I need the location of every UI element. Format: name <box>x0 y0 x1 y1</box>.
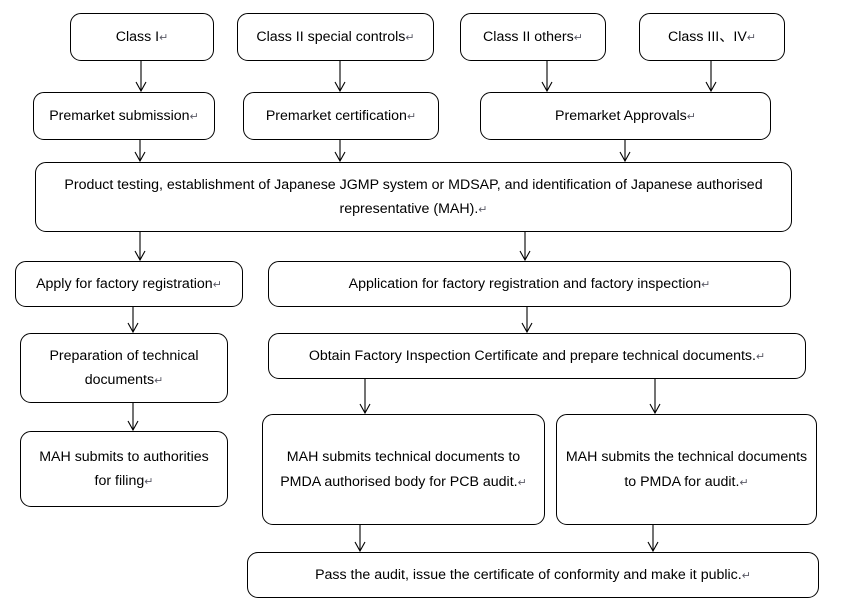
arrowhead-icon <box>521 322 533 334</box>
connector-arrow-submission-to-testing <box>134 140 146 163</box>
flow-node-class-2-others[interactable]: Class II others↵ <box>460 13 606 61</box>
arrowhead-icon <box>334 81 346 93</box>
flow-node-product-testing[interactable]: Product testing, establishment of Japane… <box>35 162 792 232</box>
connector-arrow-testing-to-application-inspection <box>519 232 531 262</box>
flow-node-mah-submits-authorities-filing[interactable]: MAH submits to authorities for filing↵ <box>20 431 228 507</box>
arrowhead-icon <box>134 151 146 163</box>
flow-node-label: Premarket submission↵ <box>49 107 199 124</box>
flow-node-obtain-factory-inspection-certificate[interactable]: Obtain Factory Inspection Certificate an… <box>268 333 806 379</box>
flow-node-label: Product testing, establishment of Japane… <box>64 176 763 217</box>
arrowhead-icon <box>354 541 366 553</box>
connector-arrow-certification-to-testing <box>334 140 346 163</box>
flow-node-label: Preparation of technical documents↵ <box>49 347 199 388</box>
arrowhead-icon <box>519 250 531 262</box>
connector-arrow-class34-to-approvals <box>705 61 717 93</box>
connector-arrow-class1-to-submission <box>135 61 147 93</box>
arrowhead-icon <box>649 403 661 415</box>
connector-arrow-mah-pcb-to-pass-audit <box>354 525 366 553</box>
flow-node-label: Class II others↵ <box>483 28 583 45</box>
flow-node-label: Class III、IV↵ <box>667 28 757 45</box>
connector-arrow-mah-pmda-to-pass-audit <box>647 525 659 553</box>
flow-node-class-3-4[interactable]: Class III、IV↵ <box>639 13 785 61</box>
paragraph-mark-icon: ↵ <box>478 204 488 216</box>
paragraph-mark-icon: ↵ <box>741 569 751 582</box>
connector-arrow-apply-to-preparation <box>127 307 139 334</box>
flow-node-mah-submits-pmda-authorised-body[interactable]: MAH submits technical documents to PMDA … <box>262 414 545 525</box>
arrowhead-icon <box>127 420 139 432</box>
flow-node-pass-audit-certificate[interactable]: Pass the audit, issue the certificate of… <box>247 552 819 598</box>
flow-node-mah-submits-pmda-audit[interactable]: MAH submits the technical documents to P… <box>556 414 817 525</box>
flow-node-label: Premarket certification↵ <box>265 107 417 124</box>
connector-arrow-obtain-to-mah-pmda <box>649 379 661 415</box>
flow-node-premarket-submission[interactable]: Premarket submission↵ <box>33 92 215 140</box>
arrowhead-icon <box>541 81 553 93</box>
paragraph-mark-icon: ↵ <box>739 476 749 489</box>
paragraph-mark-icon: ↵ <box>406 110 417 123</box>
flow-node-preparation-technical-documents[interactable]: Preparation of technical documents↵ <box>20 333 228 403</box>
flow-node-class-1[interactable]: Class I↵ <box>70 13 214 61</box>
flow-node-apply-factory-registration[interactable]: Apply for factory registration↵ <box>15 261 243 307</box>
paragraph-mark-icon: ↵ <box>189 110 199 123</box>
paragraph-mark-icon: ↵ <box>686 110 696 123</box>
flow-node-application-factory-registration-inspection[interactable]: Application for factory registration and… <box>268 261 791 307</box>
paragraph-mark-icon: ↵ <box>701 278 711 291</box>
paragraph-mark-icon: ↵ <box>154 375 164 387</box>
connector-arrow-obtain-to-mah-pcb <box>359 379 371 415</box>
paragraph-mark-icon: ↵ <box>144 476 154 488</box>
arrowhead-icon <box>135 81 147 93</box>
flow-node-label: MAH submits the technical documents to P… <box>565 449 808 490</box>
arrowhead-icon <box>359 403 371 415</box>
paragraph-mark-icon: ↵ <box>755 350 766 363</box>
arrowhead-icon <box>705 81 717 93</box>
arrowhead-icon <box>647 541 659 553</box>
flow-node-label: Application for factory registration and… <box>348 275 711 292</box>
flow-node-label: Class I↵ <box>115 28 169 45</box>
paragraph-mark-icon: ↵ <box>573 31 583 44</box>
flow-node-label: Obtain Factory Inspection Certificate an… <box>308 347 766 364</box>
flow-node-label: MAH submits technical documents to PMDA … <box>280 449 527 490</box>
paragraph-mark-icon: ↵ <box>517 476 527 489</box>
arrowhead-icon <box>619 151 631 163</box>
flow-node-premarket-certification[interactable]: Premarket certification↵ <box>243 92 439 140</box>
connector-arrow-class2others-to-approvals <box>541 61 553 93</box>
arrowhead-icon <box>127 322 139 334</box>
paragraph-mark-icon: ↵ <box>746 31 757 44</box>
arrowhead-icon <box>334 151 346 163</box>
paragraph-mark-icon: ↵ <box>212 278 222 291</box>
flow-node-label: MAH submits to authorities for filing↵ <box>39 448 209 489</box>
flow-node-class-2-special[interactable]: Class II special controls↵ <box>237 13 434 61</box>
connector-arrow-class2special-to-certification <box>334 61 346 93</box>
flow-node-premarket-approvals[interactable]: Premarket Approvals↵ <box>480 92 771 140</box>
connector-arrow-preparation-to-mah-filing <box>127 403 139 432</box>
connector-arrow-application-to-obtain <box>521 307 533 334</box>
connector-arrow-approvals-to-testing <box>619 140 631 163</box>
connector-arrow-testing-to-apply-registration <box>134 232 146 262</box>
paragraph-mark-icon: ↵ <box>405 31 415 44</box>
flow-node-label: Class II special controls↵ <box>256 28 415 45</box>
arrowhead-icon <box>134 250 146 262</box>
flow-node-label: Apply for factory registration↵ <box>36 275 222 292</box>
paragraph-mark-icon: ↵ <box>159 31 169 44</box>
flow-node-label: Pass the audit, issue the certificate of… <box>315 566 751 583</box>
flow-node-label: Premarket Approvals↵ <box>555 107 696 124</box>
